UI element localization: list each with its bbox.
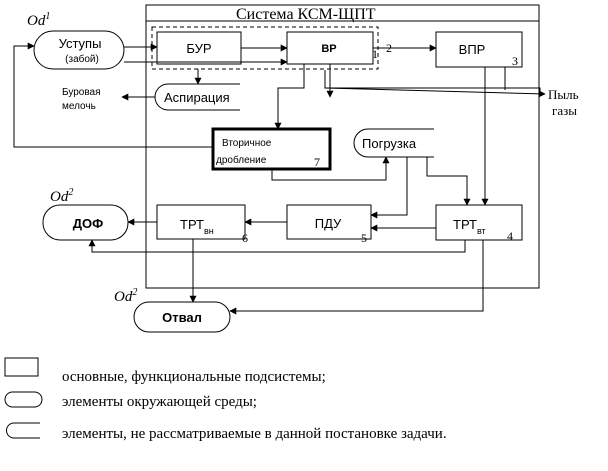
system-title: Система КСМ-ЩПТ [236, 6, 376, 23]
vpr-block [435, 31, 523, 68]
ustupy-pill [33, 30, 125, 70]
legend: основные, функциональные подсистемы; эле… [4, 357, 447, 442]
legend-pill-symbol [4, 391, 43, 408]
bur-block [156, 31, 242, 65]
drill-fines-line1: Буровая [62, 87, 101, 98]
loading-shape [353, 128, 434, 158]
legend-text-partial: элементы, не рассматриваемые в данной по… [62, 426, 447, 442]
otval-pill [133, 301, 231, 333]
pdu-label: ПДУ [315, 216, 342, 231]
pdu-number: 5 [361, 231, 367, 245]
otval-od-label: Od2 [114, 287, 137, 305]
drill-fines-line2: мелочь [62, 101, 96, 112]
vpr-label: ВПР [459, 42, 486, 57]
vr-label: ВР [321, 43, 336, 55]
dust-gases-line2: газы [552, 103, 577, 118]
trt-vn-number: 6 [242, 231, 248, 245]
dof-od-label: Od2 [50, 187, 73, 205]
trt-vn-label: ТРТвн [180, 217, 214, 236]
dof-label: ДОФ [73, 216, 103, 231]
otval-label: Отвал [162, 310, 202, 325]
connections [13, 42, 546, 315]
legend-open-symbol [6, 422, 40, 439]
loading-label: Погрузка [362, 136, 417, 151]
aspiration-label: Аспирация [164, 90, 230, 105]
bur-label: БУР [186, 41, 211, 56]
ustupy-od-label: Od1 [27, 11, 50, 29]
vpr-number: 3 [512, 54, 518, 68]
trt-vt-number: 4 [507, 229, 513, 243]
ustupy-line2: (забой) [65, 53, 99, 65]
secondary-crushing-line1: Вторичное [222, 138, 272, 149]
ustupy-line1: Уступы [59, 36, 102, 51]
legend-text-main: основные, функциональные подсистемы; [62, 369, 326, 385]
vr-number: 1 [372, 47, 378, 61]
trt-vt-label: ТРТвт [453, 217, 486, 236]
legend-rect-symbol [4, 357, 39, 377]
secondary-crushing-line2: дробление [216, 154, 267, 166]
legend-text-env: элементы окружающей среды; [62, 394, 257, 410]
dust-gases-line1: Пыль [548, 87, 579, 102]
secondary-crushing-number: 7 [314, 155, 320, 169]
trt-vt-block [435, 204, 523, 241]
